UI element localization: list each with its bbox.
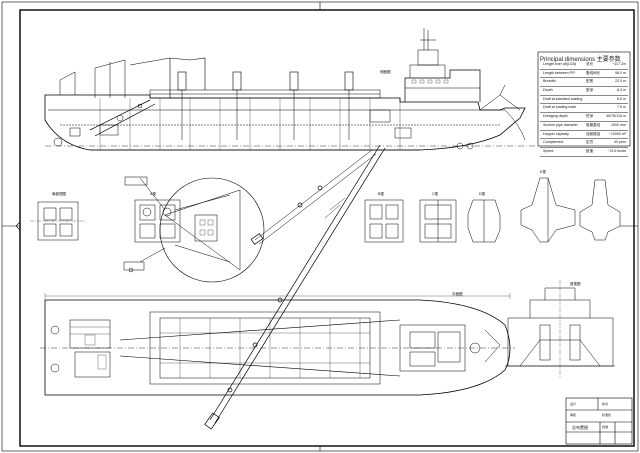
- title-block-label-standard: 标准化: [602, 413, 612, 417]
- dimension-value: 7.5 m: [617, 105, 626, 110]
- dimension-name: Hopper capacity: [543, 131, 569, 136]
- dimension-name-cn: 航速: [586, 148, 594, 153]
- dimension-name-cn: 吸管直径: [586, 122, 601, 127]
- side-elevation-label: 侧面图: [380, 70, 391, 74]
- dimension-name-cn: 型深: [586, 88, 594, 93]
- section-c-view: [419, 199, 457, 243]
- principal-dimension-row: Hopper capacity 泥舱舱容 ~10000 m³: [540, 131, 628, 140]
- principal-dimension-row: Length between P.P. 垂线间长 98.0 m: [540, 70, 628, 79]
- principal-dimension-row: Length over all(LOA) 总长 ~117.2m: [540, 61, 628, 70]
- dimension-value: ~13.5 knots: [607, 148, 626, 153]
- dimension-name: Draft at loading mark: [543, 105, 577, 110]
- dimension-name: Breadth: [543, 79, 556, 84]
- principal-dimension-row: Draft at standard loading 6.5 m: [540, 96, 628, 105]
- dimension-name-cn: 型宽: [586, 79, 594, 84]
- dimension-name-cn: 泥舱舱容: [586, 131, 601, 136]
- principal-dimension-row: Speed 航速 ~13.5 knots: [540, 148, 628, 157]
- dimension-name: Draft at standard loading: [543, 96, 583, 101]
- title-block: 设计 校对 审核 标准化 批准 总布置图: [566, 398, 631, 444]
- section-a-view: [134, 199, 181, 243]
- principal-dimension-row: Depth 型深 8.4 m: [540, 87, 628, 96]
- section-b-label: B视: [378, 192, 384, 196]
- section-c-label: C视: [432, 192, 439, 196]
- front-view: [505, 280, 615, 378]
- title-block-frame: [565, 397, 633, 445]
- dimension-name: Length between P.P.: [543, 70, 576, 75]
- dimension-value: ~10000 m³: [608, 131, 626, 136]
- principal-dimension-row: Draft at loading mark 7.5 m: [540, 104, 628, 114]
- front-view-label: 首视图: [570, 282, 581, 286]
- dimension-value: 98.0 m: [615, 70, 626, 75]
- left-section-view: [30, 201, 86, 241]
- title-block-label-approve: 批准: [602, 425, 609, 429]
- dimension-value: 22.0 m: [615, 79, 626, 84]
- section-d-view: [467, 199, 501, 243]
- dimension-name-cn: 垂线间长: [586, 70, 601, 75]
- section-e-label: E视: [540, 170, 546, 174]
- detail-1-label: 局部视图: [52, 192, 66, 196]
- dimension-name-cn: 定员: [586, 140, 594, 145]
- dimension-name: Speed: [543, 148, 554, 153]
- principal-dimension-row: Suction pipe diameter 吸管直径 1000 mm: [540, 122, 628, 131]
- principal-dimension-row: Dredging depth 挖深 45/75/115 m: [540, 113, 628, 122]
- title-block-label-review: 审核: [570, 413, 577, 417]
- dimension-value: 45/75/115 m: [606, 114, 626, 119]
- dimension-name: Dredging depth: [543, 114, 568, 119]
- principal-dimension-row: Complement 定员 40 pers: [540, 139, 628, 148]
- dimension-value: ~117.2m: [612, 62, 626, 66]
- plan-view-label: 平面图: [452, 292, 463, 296]
- dimension-value: 40 pers: [614, 140, 626, 145]
- dimension-name-cn: 总长: [586, 62, 594, 66]
- dimension-name-cn: 挖深: [586, 114, 594, 119]
- dimension-name: Complement: [543, 140, 564, 145]
- stern-detail-view: [139, 177, 265, 283]
- section-d-label: D视: [479, 192, 486, 196]
- dimension-name: Length over all(LOA): [543, 62, 577, 66]
- drag-arm-diagonal: [204, 144, 386, 430]
- principal-dimensions-title: Principal dimensions 主要参数: [540, 57, 621, 63]
- component-details: [123, 176, 148, 273]
- side-elevation-view: [44, 28, 535, 151]
- dimension-value: 1000 mm: [611, 122, 626, 127]
- section-e-view: [520, 177, 576, 243]
- title-block-label-design: 设计: [570, 402, 577, 406]
- title-block-label-check: 校对: [602, 402, 609, 406]
- dimension-value: 8.4 m: [617, 88, 626, 93]
- principal-dimension-row: Breadth 型宽 22.0 m: [540, 78, 628, 88]
- section-a-label: A视: [150, 192, 156, 196]
- drawing-frame: [19, 9, 635, 447]
- principal-dimensions-box: [537, 51, 631, 147]
- dimension-name: Depth: [543, 88, 553, 93]
- dimension-value: 6.5 m: [617, 96, 626, 101]
- drawing-name: 总布置图: [572, 425, 588, 430]
- plan-view: [40, 293, 515, 396]
- detail-fin-view: [579, 179, 621, 241]
- section-b-view: [364, 199, 404, 243]
- dimension-name: Suction pipe diameter: [543, 122, 578, 127]
